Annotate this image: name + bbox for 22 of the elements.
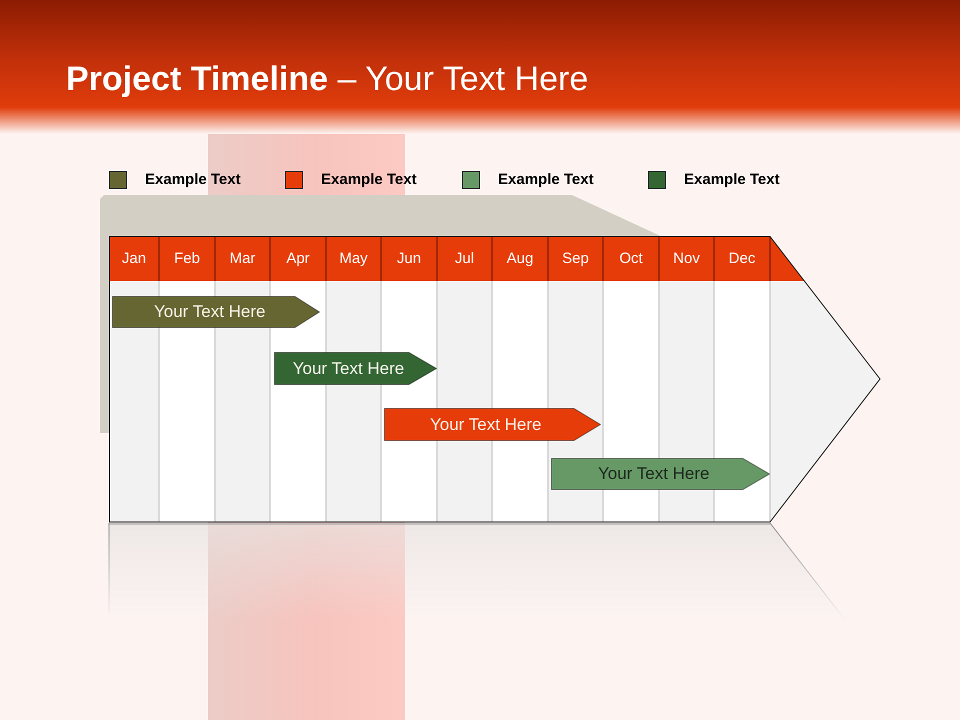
month-label: Sep	[561, 249, 590, 269]
task-bar: Your Text Here	[551, 458, 770, 490]
month-label: Aug	[506, 249, 534, 269]
month-label: Nov	[672, 249, 701, 269]
slide-title: Project Timeline – Your Text Here	[66, 59, 588, 100]
legend-label: Example Text	[145, 171, 241, 189]
legend-label: Example Text	[498, 171, 594, 189]
month-label: Jun	[396, 249, 422, 269]
month-label: Jan	[120, 249, 148, 269]
month-label: Apr	[285, 249, 311, 269]
task-bar: Your Text Here	[112, 296, 320, 328]
month-label: May	[338, 249, 369, 269]
legend-label: Example Text	[684, 171, 780, 189]
task-bar: Your Text Here	[384, 408, 601, 441]
month-label: Mar	[228, 249, 256, 269]
task-bar: Your Text Here	[274, 352, 437, 385]
month-label: Oct	[618, 249, 644, 269]
legend-label: Example Text	[321, 171, 417, 189]
month-label: Jul	[454, 249, 476, 269]
month-label: Feb	[173, 249, 201, 269]
timeline-arrow	[109, 236, 881, 524]
month-label: Dec	[728, 249, 756, 269]
